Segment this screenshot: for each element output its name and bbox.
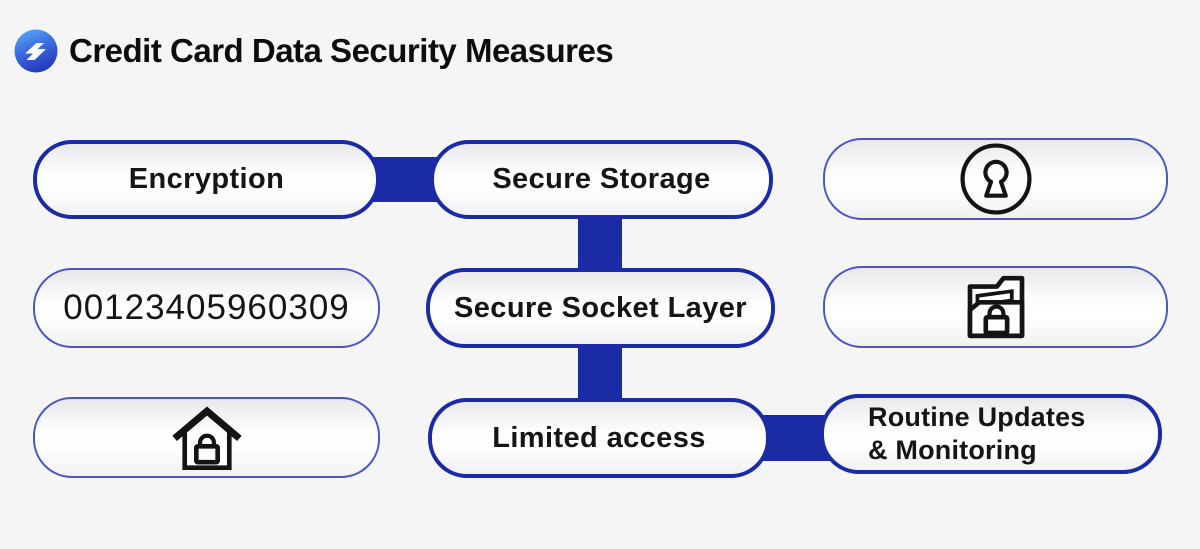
flash-sphere-logo-icon bbox=[13, 28, 59, 74]
node-limited-access-label: Limited access bbox=[492, 421, 706, 454]
node-card-number: 00123405960309 bbox=[33, 268, 380, 348]
node-secure-socket-layer: Secure Socket Layer bbox=[426, 268, 775, 348]
locked-house-icon bbox=[166, 399, 248, 477]
node-ssl-label: Secure Socket Layer bbox=[454, 291, 747, 324]
node-encryption-label: Encryption bbox=[128, 163, 285, 195]
node-routine-updates: Routine Updates & Monitoring bbox=[820, 394, 1162, 474]
header: Credit Card Data Security Measures bbox=[13, 28, 614, 74]
node-routine-line1: Routine Updates bbox=[868, 402, 1086, 432]
keyhole-circle-icon bbox=[957, 140, 1035, 218]
node-secure-storage-label: Secure Storage bbox=[492, 163, 711, 195]
card-number-value: 00123405960309 bbox=[63, 288, 350, 327]
page-title: Credit Card Data Security Measures bbox=[69, 32, 614, 69]
node-routine-line2: & Monitoring bbox=[868, 435, 1037, 465]
node-keyhole bbox=[823, 138, 1168, 220]
node-secure-storage: Secure Storage bbox=[430, 140, 773, 219]
locked-folder-icon bbox=[955, 268, 1037, 346]
node-limited-access: Limited access bbox=[428, 398, 770, 478]
node-encryption: Encryption bbox=[33, 140, 380, 219]
node-locked-house bbox=[33, 397, 380, 478]
node-locked-folder bbox=[823, 266, 1168, 348]
